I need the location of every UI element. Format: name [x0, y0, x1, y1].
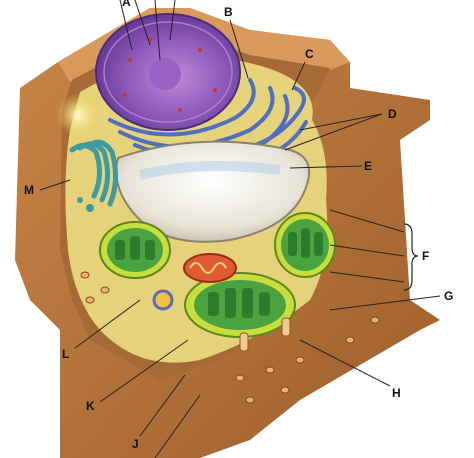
- label-d: D: [388, 107, 397, 121]
- label-c: C: [305, 47, 314, 61]
- bracket-f: [403, 223, 419, 291]
- label-k: K: [86, 399, 95, 413]
- plasmodesmata: [80, 271, 380, 404]
- vesicle: [152, 289, 174, 311]
- label-h: H: [392, 386, 401, 400]
- label-a: A: [122, 0, 131, 9]
- label-b: B: [224, 5, 233, 19]
- nucleus: [95, 13, 241, 131]
- wall-connector-pegs: [239, 317, 291, 352]
- mitochondrion: [183, 253, 237, 283]
- chloroplast-bottom: [184, 272, 296, 338]
- label-f: F: [422, 249, 429, 263]
- chloroplast-right: [274, 212, 336, 278]
- central-vacuole: [115, 140, 310, 243]
- label-g: G: [444, 289, 453, 303]
- label-m: M: [24, 183, 34, 197]
- label-j: J: [132, 437, 139, 451]
- nucleolus: [149, 58, 181, 90]
- golgi-apparatus: [69, 139, 118, 212]
- chloroplast-left: [99, 221, 171, 279]
- leader-lines: [39, 0, 441, 458]
- label-l: L: [62, 347, 69, 361]
- label-e: E: [364, 159, 372, 173]
